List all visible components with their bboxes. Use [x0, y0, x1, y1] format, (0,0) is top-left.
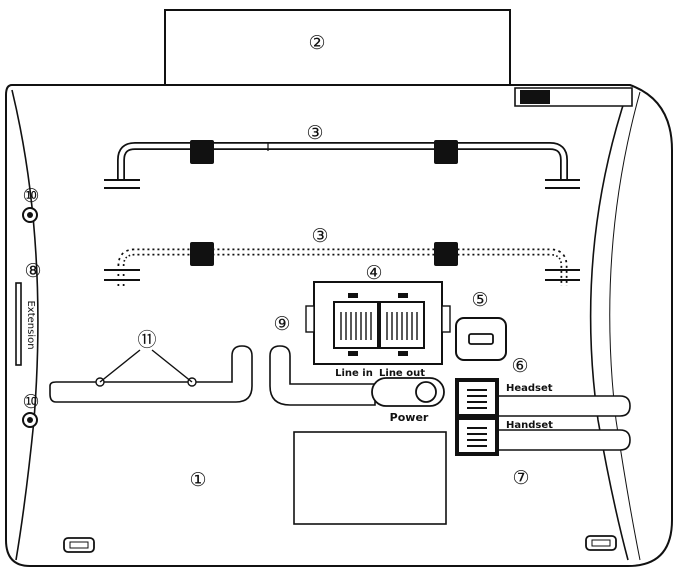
line-out-label: Line out: [379, 368, 425, 379]
right-body-curve: [589, 89, 629, 561]
network-ports: [305, 281, 451, 365]
extension-label: Extension: [25, 300, 36, 349]
callout-4: ④: [365, 262, 382, 284]
callout-3-solid: ③: [306, 122, 323, 144]
wall-mount-dotted: [104, 242, 580, 286]
label-plate: [293, 431, 447, 525]
callout-9: ⑨: [273, 313, 290, 335]
headset-handset-ports: [455, 378, 631, 456]
callout-8: ⑧: [24, 260, 41, 282]
cable-channel-left: [49, 345, 253, 403]
line-in-label: Line in: [335, 368, 373, 379]
callout-1: ①: [189, 469, 206, 491]
callout-2: ②: [308, 32, 325, 54]
callout-10-top: ⑩: [22, 185, 39, 207]
callout-5: ⑤: [471, 289, 488, 311]
left-body-curve: [11, 89, 39, 561]
callout-11: ⑪: [137, 329, 156, 351]
wall-mount-solid: [104, 140, 580, 189]
top-right-slot-fill: [520, 90, 550, 104]
callout-6: ⑥: [511, 355, 528, 377]
right-body-curve-inner: [609, 91, 641, 561]
headset-label: Headset: [506, 383, 553, 394]
callout-10-bottom: ⑩: [22, 391, 39, 413]
callout-7: ⑦: [512, 467, 529, 489]
callout-3-dotted: ③: [311, 225, 328, 247]
power-label: Power: [390, 411, 429, 424]
extension-port: [15, 282, 22, 366]
handset-label: Handset: [506, 420, 553, 431]
cable-channel-power: [269, 345, 376, 406]
stand: [164, 9, 511, 98]
